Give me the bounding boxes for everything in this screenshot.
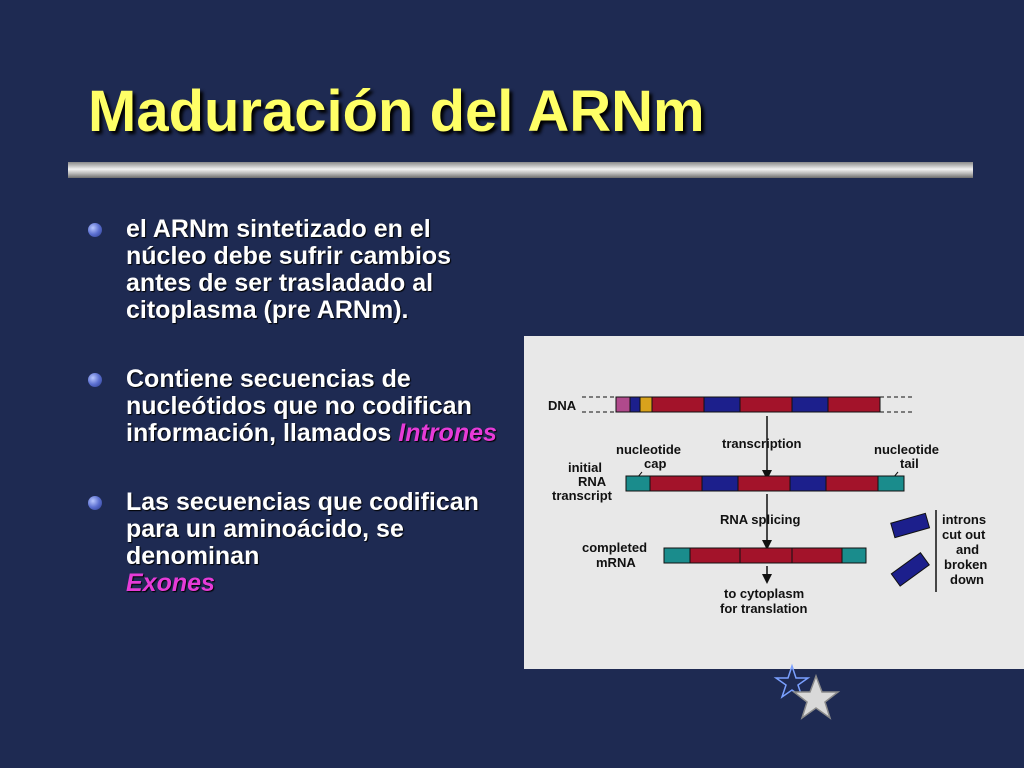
completed-mrna-label: mRNA xyxy=(596,555,636,570)
arrow-head-icon xyxy=(762,574,772,584)
bullet-item: Contiene secuencias de nucleótidos que n… xyxy=(88,366,508,447)
highlight-term: Intrones xyxy=(398,419,497,447)
initial-transcript-label: transcript xyxy=(552,488,613,503)
arrow-head-icon xyxy=(762,540,772,550)
bullet-text: el ARNm sintetizado en el núcleo debe su… xyxy=(126,215,452,324)
to-cytoplasm-label: for translation xyxy=(720,601,807,616)
introns-label: down xyxy=(950,572,984,587)
mrna-processing-diagram: DNA transcription nucleotide cap nucleot… xyxy=(524,336,1024,669)
completed-mrna xyxy=(663,547,867,564)
bullet-item: Las secuencias que codifican para un ami… xyxy=(88,489,508,597)
dna-strand xyxy=(615,396,881,413)
bullet-dot-icon xyxy=(88,223,102,237)
initial-rna-transcript xyxy=(625,475,905,492)
bullet-item: el ARNm sintetizado en el núcleo debe su… xyxy=(88,216,508,324)
transcription-label: transcription xyxy=(722,436,802,451)
bullet-text: Contiene secuencias de nucleótidos que n… xyxy=(126,365,472,447)
bullet-dot-icon xyxy=(88,496,102,510)
to-cytoplasm-label: to cytoplasm xyxy=(724,586,804,601)
arrow-head-icon xyxy=(762,470,772,480)
introns-label: broken xyxy=(944,557,987,572)
dna-label: DNA xyxy=(548,398,577,413)
initial-transcript-label: initial xyxy=(568,460,602,475)
discarded-intron-icon xyxy=(890,512,931,587)
introns-label: introns xyxy=(942,512,986,527)
nucleotide-cap-label: cap xyxy=(644,456,666,471)
introns-label: and xyxy=(956,542,979,557)
initial-transcript-label: RNA xyxy=(578,474,607,489)
introns-label: cut out xyxy=(942,527,986,542)
bullet-text: Las secuencias que codifican para un ami… xyxy=(126,488,479,570)
slide-title: Maduración del ARNm xyxy=(88,79,705,144)
nucleotide-tail-label: tail xyxy=(900,456,919,471)
highlight-term: Exones xyxy=(126,569,215,597)
nucleotide-cap-label: nucleotide xyxy=(616,442,681,457)
bullet-list: el ARNm sintetizado en el núcleo debe su… xyxy=(88,216,508,639)
nucleotide-tail-label: nucleotide xyxy=(874,442,939,457)
title-divider xyxy=(68,162,973,178)
bullet-dot-icon xyxy=(88,373,102,387)
rna-splicing-label: RNA splicing xyxy=(720,512,800,527)
completed-mrna-label: completed xyxy=(582,540,647,555)
star-decoration-icon xyxy=(773,663,841,720)
